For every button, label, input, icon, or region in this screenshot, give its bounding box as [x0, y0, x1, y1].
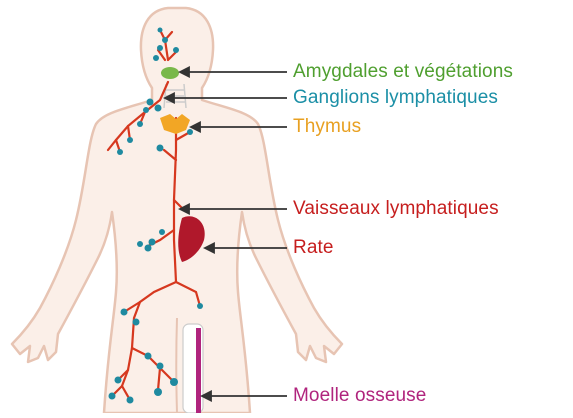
- label-rate: Rate: [293, 237, 334, 259]
- label-thymus: Thymus: [293, 116, 361, 138]
- bone-marrow: [196, 328, 201, 413]
- label-amygdales: Amygdales et végétations: [293, 61, 513, 83]
- amygdales: [161, 67, 179, 79]
- label-ganglions: Ganglions lymphatiques: [293, 87, 498, 109]
- label-moelle: Moelle osseuse: [293, 385, 426, 407]
- label-vaisseaux: Vaisseaux lymphatiques: [293, 198, 499, 220]
- leg-separation-line: [176, 318, 177, 413]
